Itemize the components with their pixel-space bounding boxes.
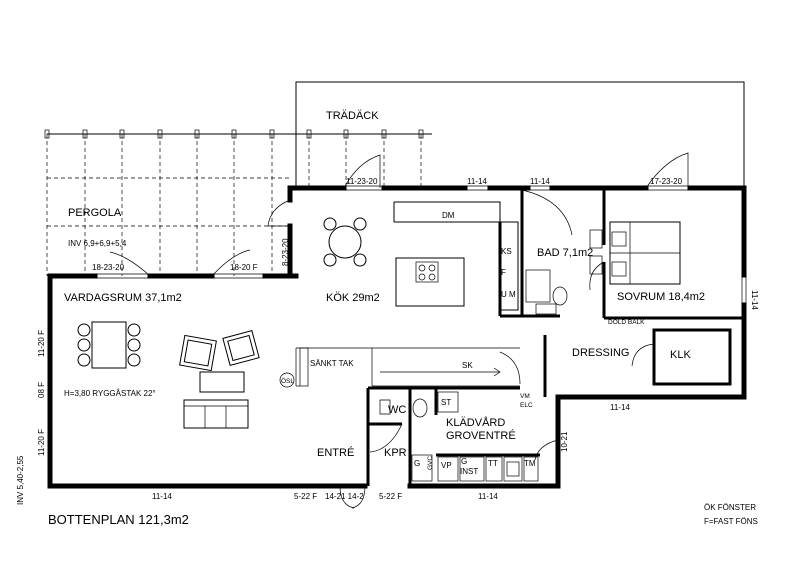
win-label-17: 10-21 <box>560 431 569 452</box>
win-label-14: 5-22 F <box>379 492 402 501</box>
fixture-dm: DM <box>442 211 455 220</box>
win-label-2: 11-14 <box>467 177 487 186</box>
fixture-ks: KS <box>501 247 512 256</box>
note-inv-left: INV 5,40-2,55 <box>16 455 25 505</box>
label-kladvard: KLÄDVÅRD <box>446 416 505 429</box>
label-tradack: TRÄDÄCK <box>326 110 379 122</box>
windows <box>47 152 747 489</box>
fixture-tm: TM <box>524 459 536 468</box>
legend-line-1: ÖK FÖNSTER <box>704 503 756 512</box>
fixture-st: ST <box>441 398 451 407</box>
win-label-12: 5-22 F <box>294 492 317 501</box>
note-gvc: GVC <box>427 456 434 470</box>
win-label-13: 14-21 14-2 <box>325 492 364 501</box>
note-inv-pergola: INV 6,9+6,9+5,4 <box>68 239 127 248</box>
label-wc: WC <box>388 404 406 416</box>
label-sovrum: SOVRUM 18,4m2 <box>617 291 705 303</box>
label-groventre: GROVENTRÉ <box>446 429 516 442</box>
note-sk: SK <box>462 361 473 370</box>
label-dressing: DRESSING <box>572 347 629 359</box>
legend-line-2: F=FAST FÖNS <box>704 517 758 526</box>
label-vardagsrum: VARDAGSRUM 37,1m2 <box>64 292 182 304</box>
label-entre: ENTRÉ <box>317 446 354 459</box>
fixture-g-inst-2: INST <box>460 467 478 476</box>
win-label-15: 11-14 <box>478 492 498 501</box>
note-vm: VM <box>520 393 530 400</box>
note-dold-balk: DOLD BALK <box>608 319 645 326</box>
tradack-deck <box>295 81 745 190</box>
win-label-7: 8-23-20 <box>281 238 290 266</box>
win-label-3: 11-14 <box>530 177 550 186</box>
label-bad: BAD 7,1m2 <box>537 247 593 259</box>
dining-table-kitchen <box>323 217 367 267</box>
exterior-walls <box>47 185 747 489</box>
win-label-16: 11-14 <box>610 403 630 412</box>
win-label-9: 08 F <box>37 382 46 398</box>
win-label-18: 11-14 <box>750 290 759 310</box>
plan-title: BOTTENPLAN 121,3m2 <box>48 512 189 527</box>
note-sankt-tak: SÄNKT TAK <box>310 359 354 368</box>
win-label-10: 11-20 F <box>37 429 46 456</box>
fixture-g-inst-1: G <box>461 457 467 466</box>
dining-table-living <box>77 321 141 369</box>
bath-fixtures <box>379 229 603 418</box>
win-label-6: 18-20 F <box>230 263 258 272</box>
bed <box>609 221 681 285</box>
win-label-1: 11-23-20 <box>346 177 378 186</box>
fixture-um: U M <box>501 290 516 299</box>
note-osl: ÖSL <box>281 377 294 385</box>
note-ryggastak: H=3,80 RYGGÅSTAK 22° <box>64 389 156 398</box>
label-pergola: PERGOLA <box>68 207 122 219</box>
win-label-8: 11-20 F <box>37 330 46 357</box>
fixture-vp: VP <box>441 461 452 470</box>
win-label-4: 17-23-20 <box>650 177 683 186</box>
fixture-g: G <box>414 459 420 468</box>
fixture-f: F <box>501 268 506 277</box>
win-label-5: 18-23-20 <box>92 263 125 272</box>
label-kok: KÖK 29m2 <box>326 292 380 304</box>
note-elc: ELC <box>520 402 533 409</box>
sofa-set <box>179 329 260 429</box>
win-label-11: 11-14 <box>152 492 172 501</box>
utility-fixtures <box>279 372 539 482</box>
kitchen-counter <box>393 201 519 311</box>
fixture-tt: TT <box>488 459 498 468</box>
label-kpr: KPR <box>384 447 407 459</box>
label-klk: KLK <box>670 349 691 361</box>
pergola-structure <box>44 129 432 276</box>
kitchen-island <box>395 257 465 307</box>
